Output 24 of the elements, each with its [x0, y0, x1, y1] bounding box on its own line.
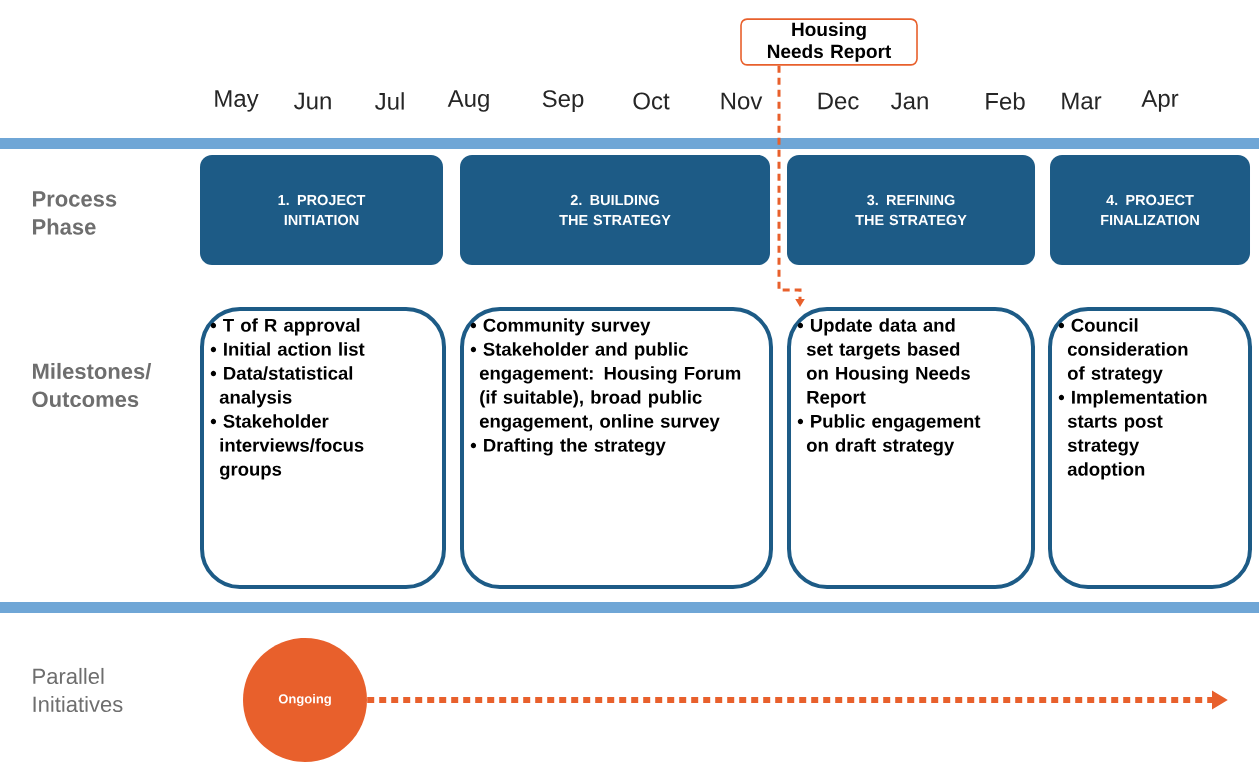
month-label: Sep	[542, 90, 584, 112]
phase-box: 2. BUILDING THE STRATEGY	[460, 155, 770, 265]
month-label: Aug	[447, 90, 489, 112]
month-label: Dec	[818, 92, 859, 110]
month-label: Feb	[986, 92, 1025, 110]
phase-box: 3. REFINING THE STRATEGY	[787, 155, 1035, 265]
month-label: Jan	[891, 92, 928, 110]
milestone-box: • Update data and set targets based on Housing Needs Report • Public engagement on draft strategy	[787, 307, 1035, 589]
milestone-box: • Council consideration of strategy • Implementation starts post strategy adoption	[1048, 307, 1252, 589]
month-label: Oct	[633, 92, 670, 110]
milestone-box: • Community survey • Stakeholder and public engagement: Housing Forum (if suitable), broad public engagement, online survey • Drafting the strategy	[460, 307, 773, 589]
month-label: Mar	[1062, 92, 1102, 110]
callout-box: Housing Needs Report	[740, 18, 918, 66]
phase-box: 4. PROJECT FINALIZATION	[1050, 155, 1250, 265]
row-label: Process Phase	[33, 191, 117, 235]
month-label: Jul	[375, 92, 404, 110]
row-label: Parallel Initiatives	[33, 667, 123, 713]
month-label: Nov	[721, 92, 763, 110]
month-label: Jun	[294, 92, 331, 110]
phase-box: 1. PROJECT INITIATION	[200, 155, 443, 265]
row-label: Milestones/ Outcomes	[32, 362, 152, 408]
month-label: Apr	[1141, 90, 1179, 112]
milestone-box: • T of R approval • Initial action list • Data/statistical analysis • Stakeholder interviews/focus groups	[200, 307, 446, 589]
month-label: May	[215, 90, 259, 112]
